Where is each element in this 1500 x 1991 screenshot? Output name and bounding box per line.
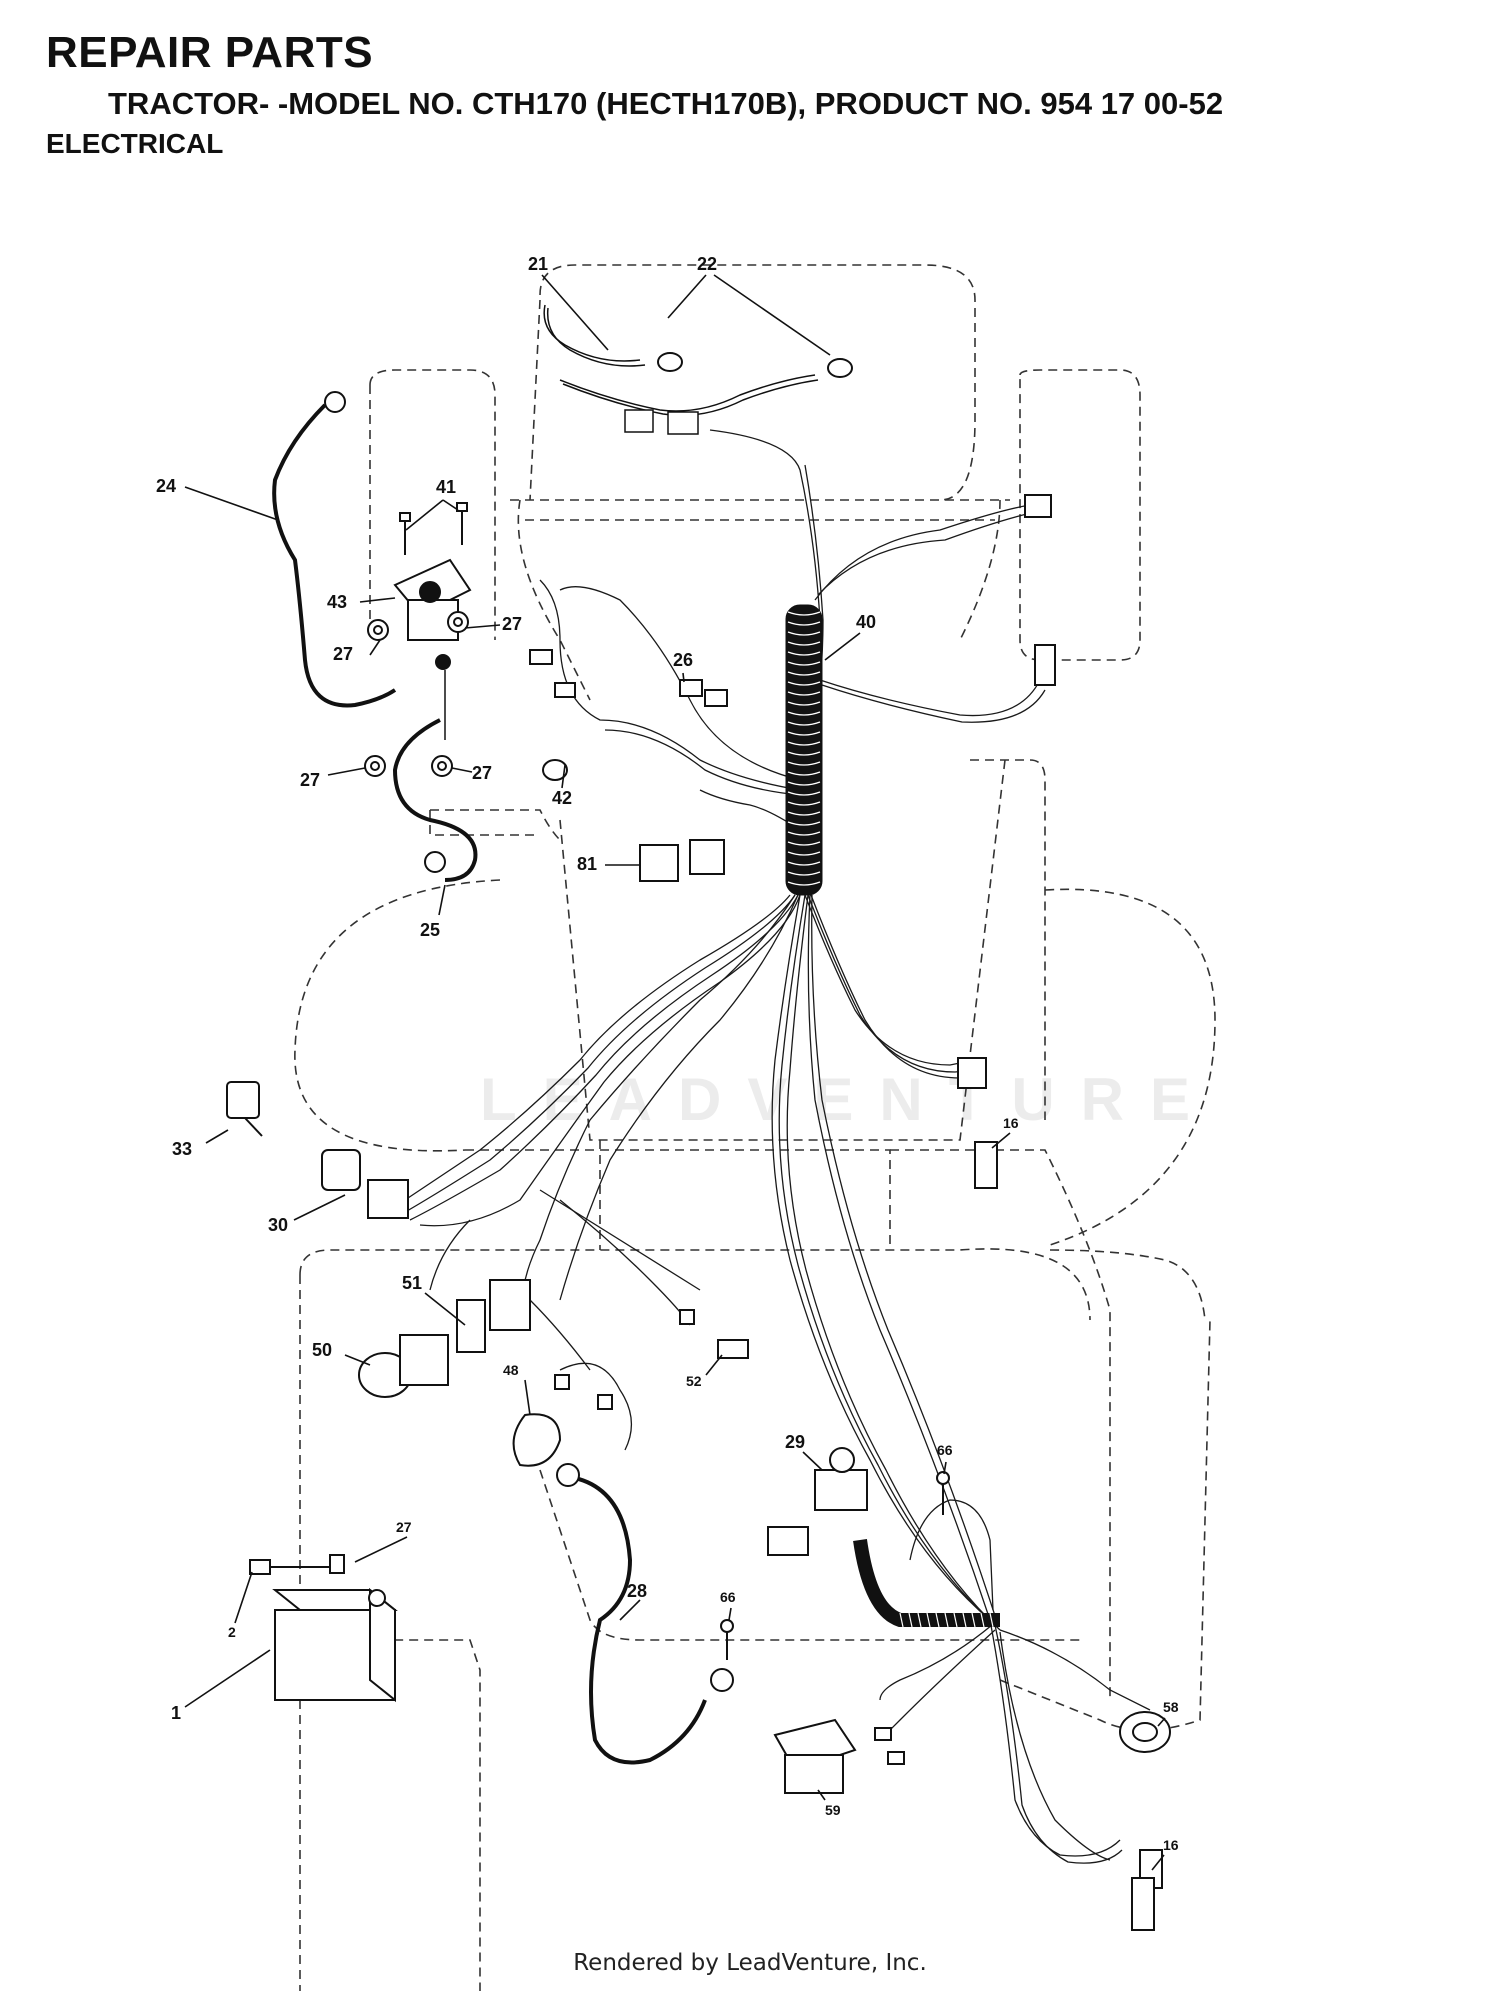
callout-26: 26	[673, 650, 693, 670]
lower-coil-sleeve	[853, 1539, 1000, 1628]
callout-21: 21	[528, 254, 548, 274]
model-subtitle: TRACTOR- -MODEL NO. CTH170 (HECTH170B), …	[108, 86, 1224, 121]
connectors-right	[957, 494, 1056, 1089]
pto-switch	[358, 1279, 531, 1398]
page-title: REPAIR PARTS	[46, 28, 374, 77]
wiring-harness	[389, 429, 1151, 1864]
ignition-key	[226, 1081, 263, 1137]
screws-66	[720, 1471, 950, 1660]
section-title: ELECTRICAL	[46, 128, 224, 159]
ground-strap-42	[529, 649, 576, 781]
callout-30: 30	[268, 1215, 288, 1235]
callout-48: 48	[503, 1362, 519, 1378]
bolts-41	[399, 502, 468, 555]
callout-51: 51	[402, 1273, 422, 1293]
callout-27-e: 27	[396, 1519, 412, 1535]
battery	[249, 1554, 398, 1703]
fuse-26	[679, 679, 728, 707]
callout-25: 25	[420, 920, 440, 940]
callout-59: 59	[825, 1802, 841, 1818]
callout-42: 42	[552, 788, 572, 808]
callout-58: 58	[1163, 1699, 1179, 1715]
harness-coil-sleeve	[785, 604, 823, 896]
watermark: LEADVENTURE	[480, 1066, 1216, 1133]
callout-27-b: 27	[502, 614, 522, 634]
callout-24: 24	[156, 476, 176, 496]
footer-credit: Rendered by LeadVenture, Inc.	[573, 1950, 927, 1976]
callout-40: 40	[856, 612, 876, 632]
cable-25	[392, 718, 478, 882]
connector-52	[679, 1309, 749, 1359]
callout-16-b: 16	[1163, 1837, 1179, 1853]
connector-48	[512, 1374, 613, 1467]
ignition-switch	[321, 1149, 409, 1219]
callout-27-d: 27	[472, 763, 492, 783]
callout-33: 33	[172, 1139, 192, 1159]
headlight-harness	[543, 304, 819, 435]
callout-22: 22	[697, 254, 717, 274]
callout-16-a: 16	[1003, 1115, 1019, 1131]
callout-27-c: 27	[300, 770, 320, 790]
callout-2: 2	[228, 1624, 236, 1640]
callout-27-a: 27	[333, 644, 353, 664]
callout-1: 1	[171, 1703, 181, 1723]
callout-43: 43	[327, 592, 347, 612]
module-59	[773, 1718, 905, 1794]
callout-41: 41	[436, 477, 456, 497]
callout-66-b: 66	[720, 1589, 736, 1605]
component-58	[1119, 1711, 1171, 1753]
callout-52: 52	[686, 1373, 702, 1389]
callout-29: 29	[785, 1432, 805, 1452]
relay-81	[639, 839, 725, 882]
callout-66-a: 66	[937, 1442, 953, 1458]
leader-lines	[184, 274, 1166, 1871]
callout-50: 50	[312, 1340, 332, 1360]
callout-labels: 21 22 24 41 43 27 27 27 27 40 26 42 81 2…	[156, 254, 1179, 1853]
connectors-16	[974, 1141, 1163, 1931]
starter-solenoid	[393, 558, 472, 740]
battery-cable-24	[272, 391, 397, 708]
bulbs-22	[657, 352, 853, 378]
callout-81: 81	[577, 854, 597, 874]
seat-switch-29	[767, 1447, 868, 1556]
callout-28: 28	[627, 1581, 647, 1601]
cable-28	[556, 1463, 734, 1765]
nuts-27	[364, 611, 469, 777]
